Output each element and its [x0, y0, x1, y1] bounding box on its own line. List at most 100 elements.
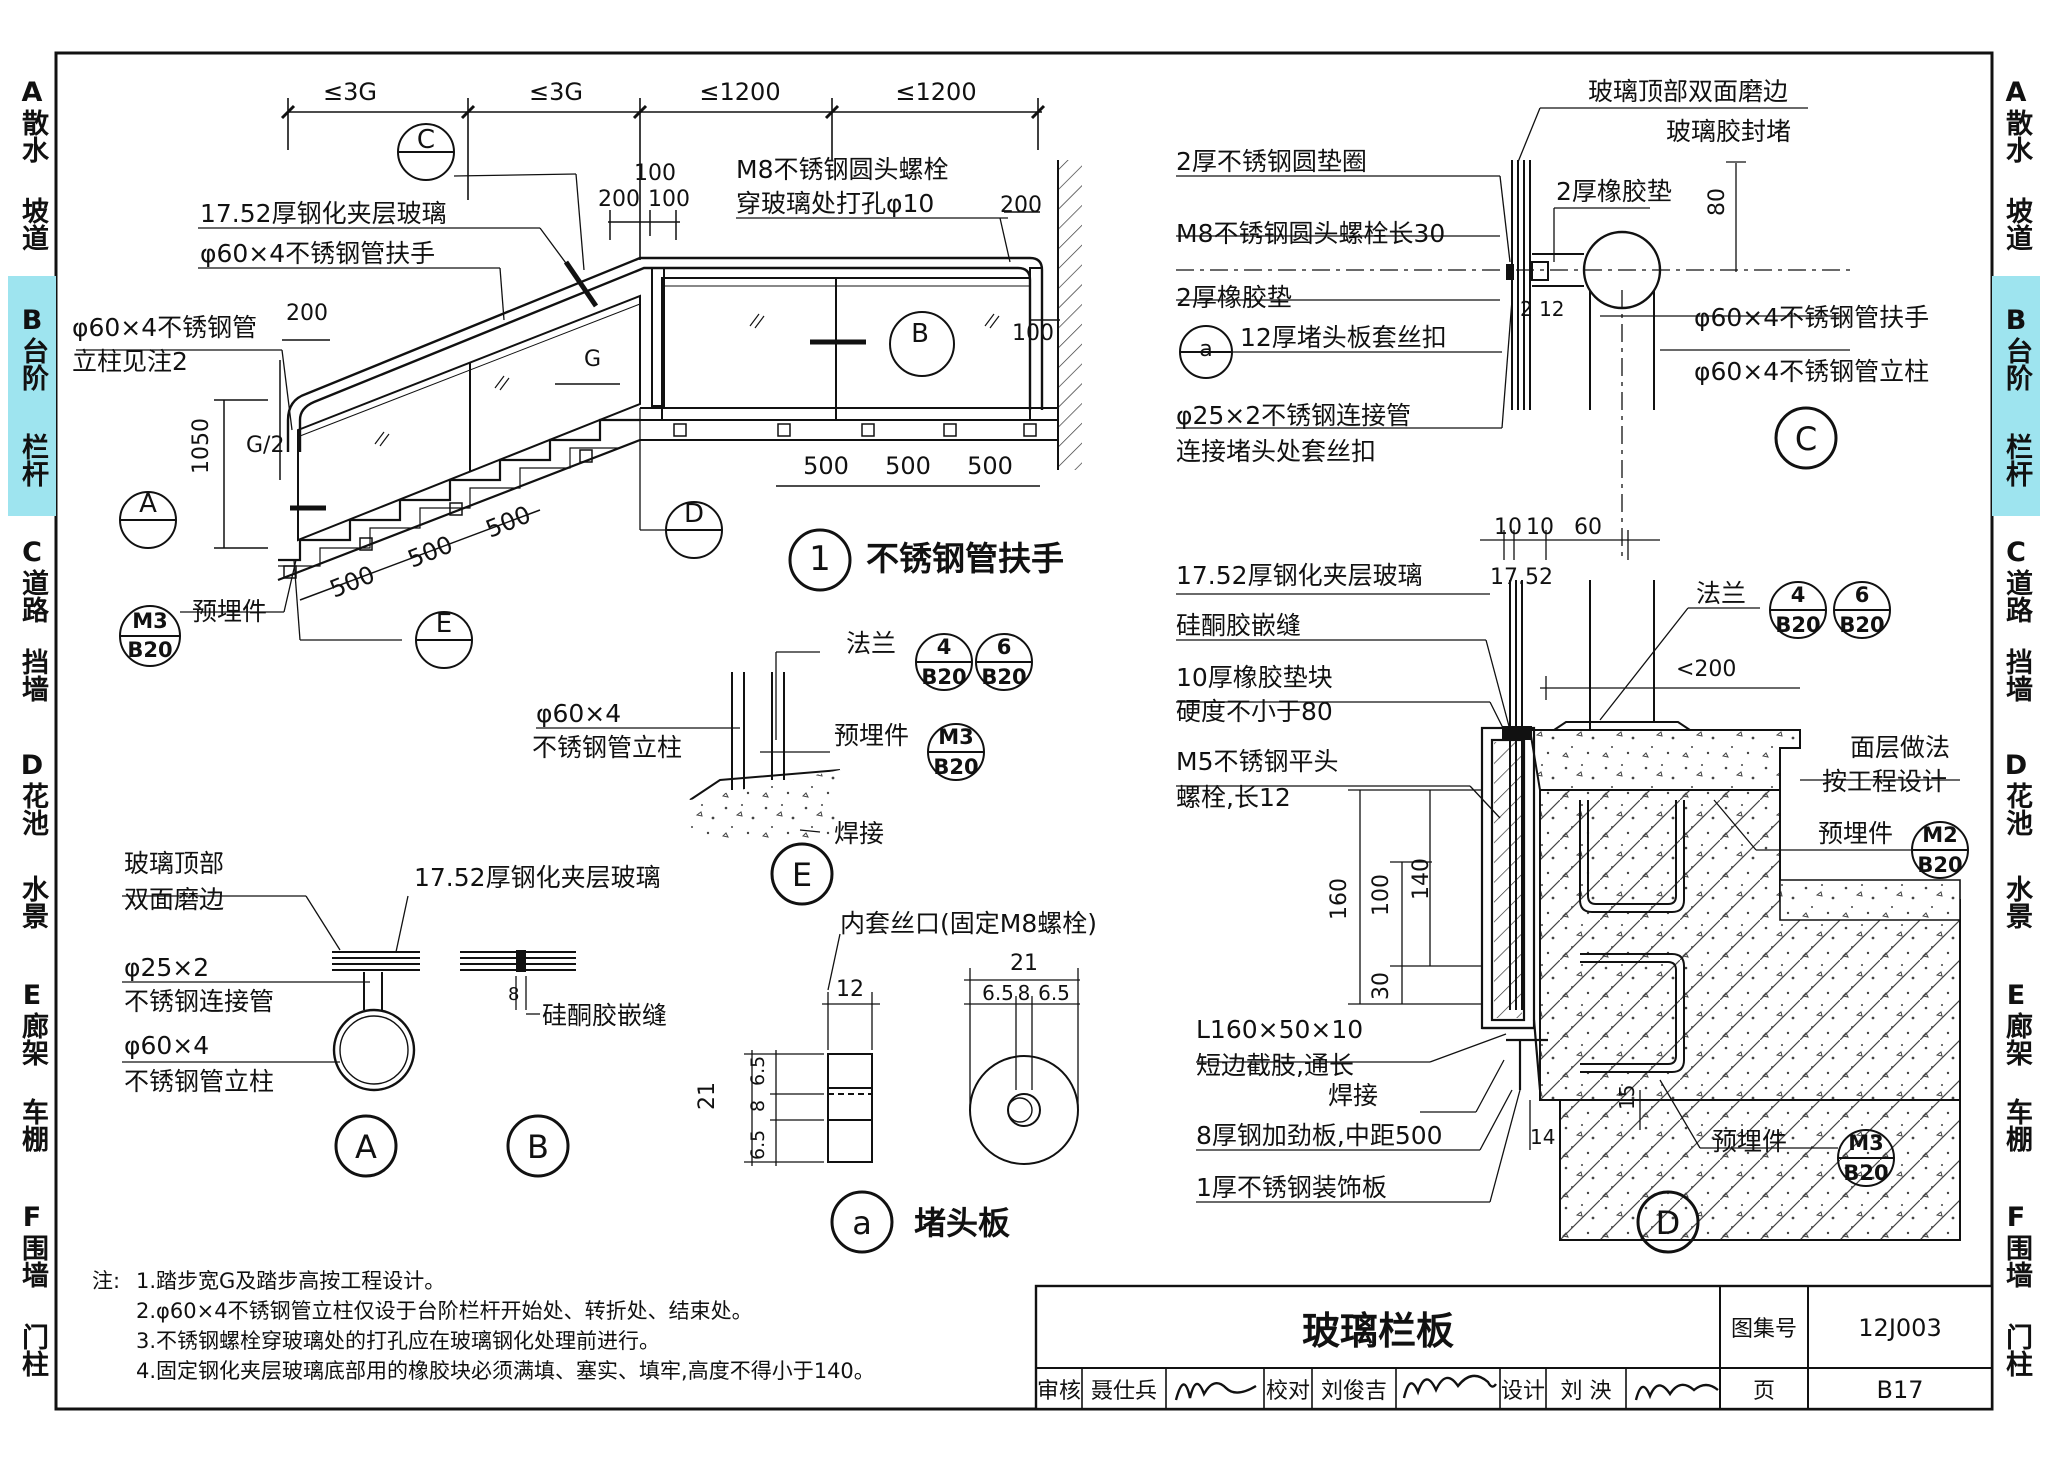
- side-tab-line2: 车棚: [2001, 1098, 2032, 1152]
- ea-label-thread: 内套丝口(固定M8螺栓): [840, 909, 1097, 938]
- d-ref6-bot: B20: [1839, 613, 1884, 637]
- label-embed: 预埋件: [192, 597, 267, 626]
- label-handrail: φ60×4不锈钢管扶手: [200, 239, 435, 268]
- ea-dim-21: 21: [695, 1082, 720, 1110]
- side-tab-line2: 挡墙: [2001, 647, 2032, 702]
- side-tab-line1: 廊架: [17, 1012, 48, 1066]
- ea-title-num: a: [852, 1204, 872, 1242]
- label-bolt-2: 穿玻璃处打孔φ10: [736, 189, 934, 218]
- d-label-seal: 硅酮胶嵌缝: [1176, 611, 1301, 640]
- side-tab-letter: E: [2006, 980, 2026, 1011]
- dim-stair-2: 500: [404, 530, 457, 573]
- a-label-top-2: 双面磨边: [124, 885, 224, 914]
- d-label-block-2: 硬度不小于80: [1176, 697, 1333, 726]
- d-ref4-top: 4: [1791, 583, 1806, 607]
- dim-100: 100: [634, 161, 676, 186]
- c-label-endplate: 12厚堵头板套丝扣: [1240, 323, 1447, 352]
- a-label-post-1: φ60×4: [124, 1031, 209, 1060]
- d-dim-100: 100: [1369, 874, 1394, 916]
- e-ref4-top: 4: [937, 635, 952, 659]
- e-ref-m3-top: M3: [938, 725, 974, 749]
- dim-200-right: 200: [1000, 193, 1042, 218]
- tb-page-value: B17: [1876, 1376, 1923, 1404]
- dim-bottom-1: 500: [803, 452, 849, 480]
- ea-dim-8: 8: [747, 1100, 769, 1112]
- title-1: 不锈钢管扶手: [866, 539, 1064, 578]
- d-label-block-1: 10厚橡胶垫块: [1176, 663, 1333, 692]
- dim-top-1: ≤3G: [323, 78, 377, 106]
- d-ref6-top: 6: [1855, 583, 1870, 607]
- ea-title: 堵头板: [914, 1204, 1010, 1242]
- tb-design-name: 刘 泱: [1561, 1379, 1612, 1404]
- side-tab-letter: D: [20, 749, 44, 781]
- side-tab-line1: 散水: [2001, 109, 2032, 163]
- dim-stair-1: 500: [326, 560, 379, 603]
- ref-m3-bot: B20: [127, 638, 172, 662]
- d-dim-10a: 10: [1494, 515, 1522, 540]
- ref-bubble-a: A: [139, 489, 157, 519]
- detail-c: 玻璃顶部双面磨边 玻璃胶封堵 2厚不锈钢圆垫圈 2厚橡胶垫 M8不锈钢圆头螺栓长…: [1176, 77, 1929, 560]
- b-title: B: [527, 1128, 549, 1166]
- side-tab-letter: F: [22, 1201, 42, 1233]
- label-bolt-1: M8不锈钢圆头螺栓: [736, 155, 948, 184]
- d-dim-15: 15: [1615, 1085, 1639, 1110]
- dim-100-right: 100: [1012, 321, 1054, 346]
- d-label-weld: 焊接: [1328, 1081, 1378, 1110]
- c-dim-80: 80: [1705, 188, 1730, 216]
- d-ref-m3-bot: B20: [1843, 1161, 1888, 1185]
- d-label-bolt-2: 螺栓,长12: [1176, 783, 1291, 812]
- b-dim: 8: [508, 984, 519, 1005]
- side-tab-line1: 台阶: [2001, 337, 2032, 391]
- b-label-seal: 硅酮胶嵌缝: [542, 1001, 667, 1030]
- dim-bottom-3: 500: [967, 452, 1013, 480]
- c-label-post: φ60×4不锈钢管立柱: [1694, 357, 1929, 386]
- ref-bubble-b: B: [911, 319, 929, 349]
- note-4: 4.固定钢化夹层玻璃底部用的橡胶块必须满填、塞实、填牢,高度不得小于140。: [136, 1359, 875, 1383]
- a-label-pipe-1: φ25×2: [124, 953, 209, 982]
- a-title: A: [355, 1128, 377, 1166]
- ea-dim-65a: 6.5: [747, 1056, 769, 1086]
- side-tab-line2: 栏杆: [2001, 433, 2032, 487]
- side-tab-letter: D: [2004, 749, 2028, 781]
- side-tab-letter: C: [2006, 536, 2026, 568]
- d-label-flange: 法兰: [1696, 579, 1746, 608]
- dim-bottom-2: 500: [885, 452, 931, 480]
- side-tab-line1: 道路: [2001, 568, 2032, 623]
- side-tab-line1: 道路: [17, 568, 48, 623]
- dim-stair-3: 500: [482, 500, 535, 543]
- notes: 注: 1.踏步宽G及踏步高按工程设计。 2.φ60×4不锈钢管立柱仅设于台阶栏杆…: [92, 1269, 875, 1383]
- side-tab-line2: 水景: [17, 874, 48, 929]
- dim-200-left: 200: [286, 301, 328, 326]
- e-ref-m3-bot: B20: [933, 755, 978, 779]
- c-ref-a: a: [1199, 337, 1212, 362]
- title-block: 玻璃栏板 图集号 12J003 页 B17 审核 聂仕兵 校对 刘俊吉 设计 刘…: [1034, 1284, 1994, 1411]
- ea-dim-65d: 6.5: [1038, 981, 1070, 1005]
- detail-end-plate: 内套丝口(固定M8螺栓) 12 21 6.5 8 6.5 21 6.5: [695, 909, 1097, 1254]
- side-tab-line1: 廊架: [2001, 1012, 2032, 1066]
- d-dim-160: 160: [1327, 878, 1352, 920]
- tb-atlas-label: 图集号: [1731, 1317, 1797, 1342]
- dim-top-3: ≤1200: [699, 78, 780, 106]
- c-label-top-1: 玻璃顶部双面磨边: [1588, 77, 1788, 106]
- c-dim-212: 2 12: [1520, 297, 1565, 321]
- tb-atlas-value: 12J003: [1858, 1314, 1941, 1342]
- side-tab-letter: C: [22, 536, 42, 568]
- side-tab-line1: 散水: [17, 109, 48, 163]
- side-tab-line1: 围墙: [2001, 1233, 2032, 1288]
- ref-m3-top: M3: [132, 609, 168, 633]
- d-ref-m2-bot: B20: [1917, 853, 1962, 877]
- d-dim-30: 30: [1369, 972, 1394, 1000]
- a-label-post-2: 不锈钢管立柱: [124, 1067, 274, 1096]
